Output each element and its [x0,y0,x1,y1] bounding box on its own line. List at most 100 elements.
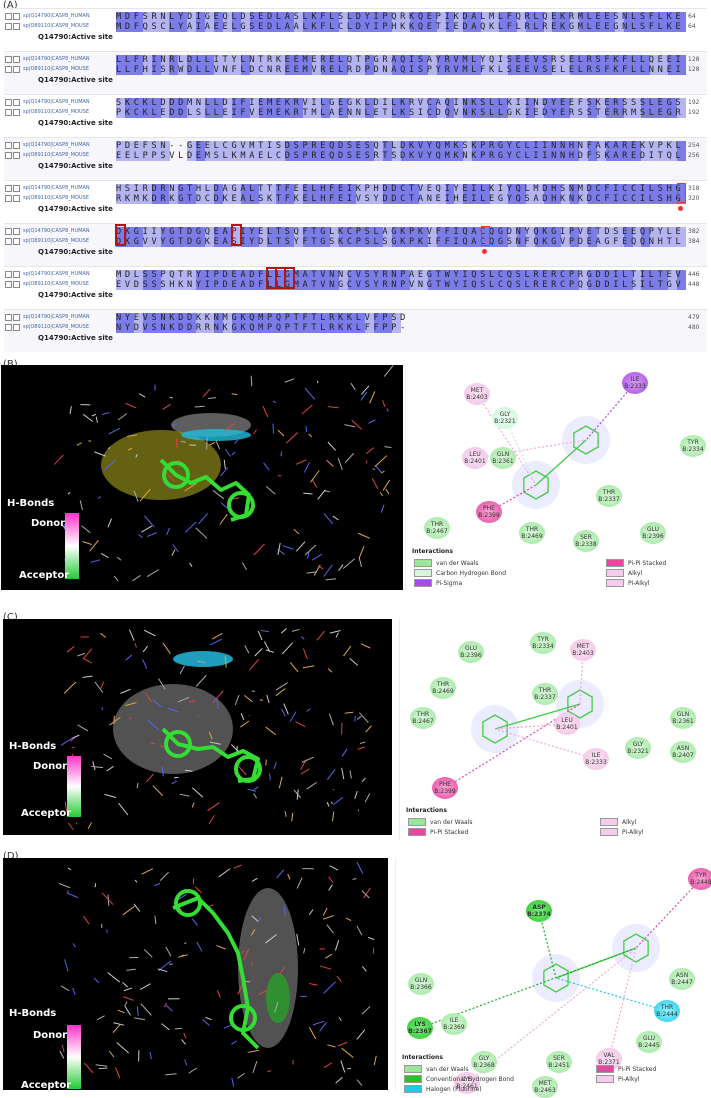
row-checkbox[interactable] [5,228,12,235]
residue-name: MET [471,387,484,394]
protein-bond [185,522,196,532]
row-checkbox[interactable] [13,13,20,20]
residue-number: B:2334 [532,643,553,650]
row-checkbox[interactable] [13,324,20,331]
protein-bond [266,727,276,735]
sequence-residues: MDLSSPQTRYIPDEADFLLGMATVNNCVSYRNPAEGTWYI… [116,270,686,280]
row-checkbox[interactable] [13,281,20,288]
protein-bond [139,534,143,537]
row-checkbox[interactable] [13,109,20,116]
protein-bond [384,366,393,377]
row-checkbox[interactable] [5,314,12,321]
protein-bond [216,440,220,448]
protein-bond [374,1056,376,1065]
residue-number: B:2367 [408,1028,432,1035]
protein-bond [252,878,258,881]
row-checkbox[interactable] [13,314,20,321]
protein-bond [147,533,157,537]
row-checkbox[interactable] [13,228,20,235]
row-checkbox[interactable] [13,185,20,192]
residue-number: B:2403 [572,650,593,657]
row-checkbox[interactable] [13,142,20,149]
legend-item: Halogen (Fluorine) [404,1085,482,1093]
protein-bond [192,803,194,808]
sequence-residues: LLFRINRLDLLITYLNTRKEEMERELQTPGRAQISAYRVM… [116,55,686,65]
residue-number: B:2444 [656,1011,677,1018]
sequence-text: MDLSSPQTRYIPDEADFLLGMATVNNCVSYRNPAEGTWYI… [116,270,684,280]
catalytic-residue-box [481,226,490,246]
row-checkbox[interactable] [5,109,12,116]
protein-bond [362,1006,370,1014]
row-checkbox[interactable] [13,66,20,73]
protein-bond [209,815,214,824]
row-checkbox[interactable] [13,99,20,106]
sequence-name: sp|O89110|CASP8_MOUSE [23,324,89,330]
protein-bond [68,868,71,870]
protein-bond [263,406,268,417]
protein-bond [73,988,76,995]
binding-surface [113,684,233,774]
protein-bond [102,707,103,710]
protein-bond [232,394,238,395]
row-checkbox[interactable] [5,185,12,192]
row-checkbox[interactable] [13,152,20,159]
protein-bond [83,658,92,663]
acceptor-label: Acceptor [21,1080,71,1091]
row-checkbox[interactable] [13,23,20,30]
protein-bond [235,695,239,705]
row-checkbox[interactable] [5,23,12,30]
row-checkbox[interactable] [5,66,12,73]
protein-bond [123,997,133,1001]
residue-name: GLY [500,411,511,418]
protein-bond [336,1077,343,1083]
sequence-position: 479 [688,314,699,321]
protein-bond [297,789,298,799]
row-checkbox[interactable] [5,99,12,106]
protein-bond [282,643,292,654]
row-checkbox[interactable] [5,195,12,202]
protein-bond [119,803,128,815]
protein-bond [327,802,329,806]
protein-bond [59,883,70,887]
row-checkbox[interactable] [5,238,12,245]
protein-bond [140,984,150,990]
protein-bond [317,381,318,384]
sequence-text: MDFQSCLYAIAEELGSEDLAALKFLCLDYIPHKKQETIED… [116,22,684,32]
row-checkbox[interactable] [5,152,12,159]
protein-bond [362,778,365,782]
protein-bond [96,1065,108,1067]
protein-bond [276,683,287,690]
protein-bond [353,879,357,880]
protein-bond [196,675,206,686]
row-checkbox[interactable] [13,271,20,278]
residue-number: B:2361 [672,718,693,725]
row-checkbox[interactable] [13,238,20,245]
protein-bond [324,514,333,524]
row-checkbox[interactable] [13,56,20,63]
row-checkbox[interactable] [5,324,12,331]
legend-swatch [414,579,432,587]
protein-bond [301,769,309,774]
protein-bond [312,479,317,487]
protein-bond [309,434,312,437]
sequence-name: sp|O89110|CASP8_MOUSE [23,195,89,201]
protein-bond [329,714,333,726]
row-checkbox[interactable] [5,271,12,278]
protein-bond [107,766,114,771]
protein-bond [166,947,171,956]
row-checkbox[interactable] [5,142,12,149]
protein-bond [357,716,361,719]
protein-bond [113,1025,120,1033]
row-checkbox[interactable] [5,56,12,63]
row-checkbox[interactable] [5,13,12,20]
row-checkbox[interactable] [5,281,12,288]
row-checkbox[interactable] [13,195,20,202]
protein-bond [359,713,368,723]
